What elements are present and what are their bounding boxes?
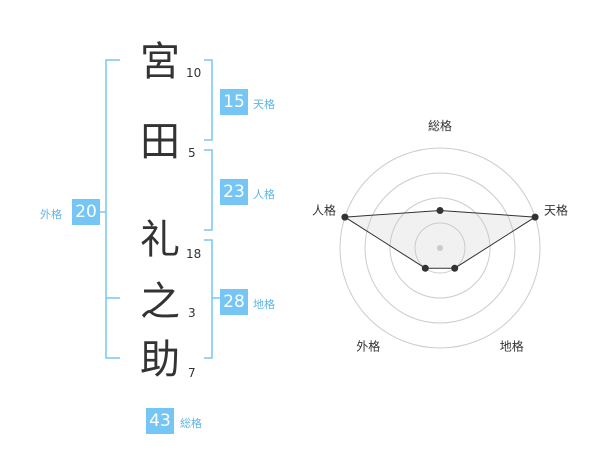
radar-point-5 — [341, 213, 349, 221]
radar-axis-label-2: 天格 — [544, 202, 568, 217]
radar-ring-1 — [414, 222, 466, 274]
jinkaku-bracket — [204, 149, 213, 231]
name-char-3: 礼 — [140, 217, 180, 263]
name-char-5: 助 — [140, 337, 180, 383]
radar-point-4 — [421, 264, 429, 272]
chikaku-label: 地格 — [253, 298, 275, 311]
gaikaku-value: 20 — [72, 199, 100, 225]
gaikaku-label: 外格 — [40, 208, 62, 221]
name-char-2: 田 — [140, 119, 180, 165]
radar-polygon — [343, 209, 537, 269]
soukaku-label: 総格 — [180, 417, 202, 430]
tenkaku-label: 天格 — [253, 98, 275, 111]
jinkaku-value: 23 — [220, 179, 248, 205]
radar-ring-3 — [364, 172, 516, 324]
stroke-count-5: 7 — [188, 366, 196, 380]
radar-point-2 — [531, 213, 539, 221]
radar-point-1 — [436, 207, 444, 214]
name-char-1: 宮 — [140, 39, 180, 85]
chikaku-bracket — [204, 239, 213, 359]
stroke-count-1: 10 — [186, 66, 202, 80]
gaikaku-bracket — [105, 59, 120, 359]
name-char-4: 之 — [140, 279, 180, 325]
chikaku-value: 28 — [220, 289, 248, 315]
radar-axis-label-3: 地格 — [500, 339, 524, 354]
radar-axis-label-5: 人格 — [312, 202, 336, 217]
stroke-count-3: 18 — [186, 247, 202, 261]
tenkaku-value: 15 — [220, 89, 248, 115]
radar-center-dot — [437, 245, 443, 251]
radar-axis-label-1: 総格 — [428, 118, 452, 133]
stroke-count-2: 5 — [188, 146, 196, 160]
radar-ring-4 — [339, 147, 541, 349]
jinkaku-label: 人格 — [253, 188, 275, 201]
radar-ring-2 — [389, 197, 491, 299]
radar-point-3 — [451, 264, 459, 272]
stroke-count-4: 3 — [188, 306, 196, 320]
tenkaku-bracket — [204, 59, 213, 141]
soukaku-value: 43 — [146, 408, 174, 434]
radar-axis-label-4: 外格 — [356, 339, 380, 354]
